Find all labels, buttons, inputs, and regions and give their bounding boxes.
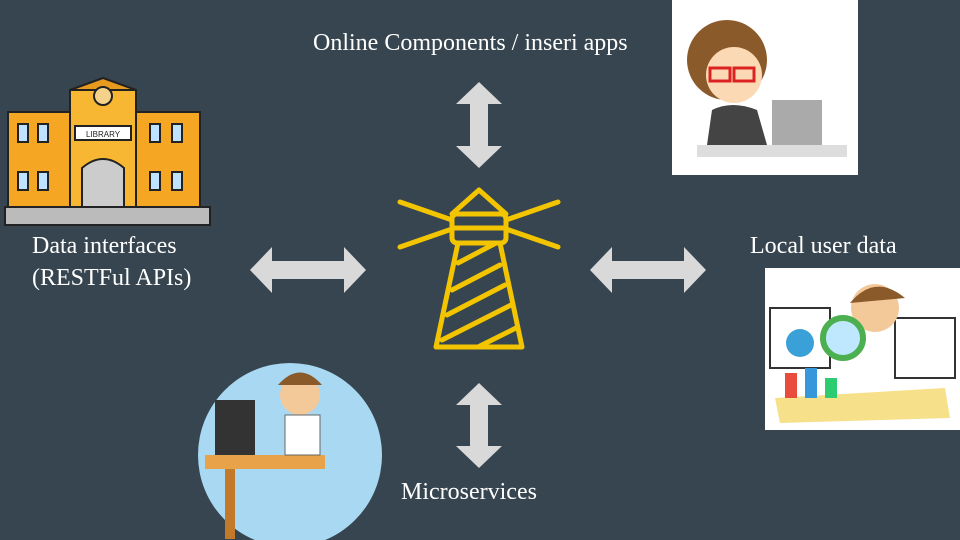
lighthouse-icon (397, 187, 561, 350)
local-data-illustration (765, 268, 960, 430)
label-restful-apis: (RESTFul APIs) (32, 265, 192, 291)
label-data-interfaces: Data interfaces (32, 233, 177, 259)
arrow-up-down-bottom (456, 383, 502, 468)
label-online-components: Online Components / inseri apps (313, 30, 628, 56)
svg-text:LIBRARY: LIBRARY (86, 130, 121, 139)
label-local-user-data: Local user data (750, 233, 897, 259)
label-microservices: Microservices (401, 479, 537, 505)
arrow-up-down-top (456, 82, 502, 168)
online-user-illustration (672, 0, 858, 175)
arrow-left-right-right (590, 247, 706, 293)
arrow-left-right-left (250, 247, 366, 293)
developer-illustration (198, 363, 382, 540)
library-illustration: LIBRARY (4, 76, 211, 226)
